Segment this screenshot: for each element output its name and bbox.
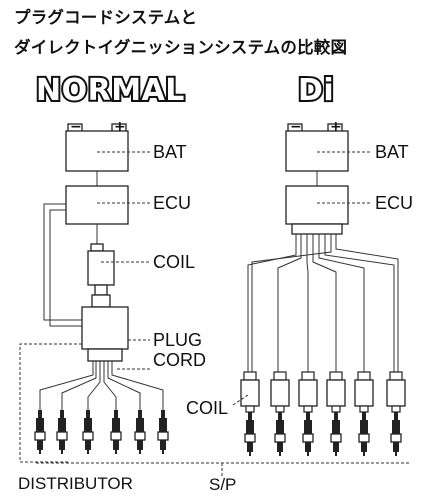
di-coil-5 — [354, 371, 374, 413]
di-coil-4 — [326, 371, 346, 413]
di-heading: Di — [298, 73, 334, 108]
di-spark-plugs — [244, 412, 402, 456]
di-battery-plus-icon: + — [330, 119, 342, 135]
di-spark-plug-1-icon — [244, 412, 256, 456]
spark-plug-1-icon — [34, 410, 46, 454]
normal-bat-label: BAT — [153, 142, 187, 162]
normal-battery-plus-icon: + — [114, 119, 126, 135]
di-ecu-label: ECU — [375, 193, 413, 213]
di-spark-plug-4-icon — [330, 412, 342, 456]
di-coil-6 — [386, 371, 406, 413]
di-spark-plug-3-icon — [302, 412, 314, 456]
spark-plug-5-icon — [134, 410, 146, 454]
spark-plug-6-icon — [157, 410, 169, 454]
di-coil-label: COIL — [186, 398, 228, 418]
di-spark-plug-6-icon — [390, 412, 402, 456]
diagram-title-line2: ダイレクトイグニッションシステムの比較図 — [14, 38, 348, 57]
normal-coil-box — [87, 250, 115, 286]
distributor-label: DISTRIBUTOR — [18, 474, 133, 493]
di-bat-label: BAT — [375, 142, 409, 162]
normal-spark-plugs — [34, 410, 169, 454]
normal-ecu-box — [65, 185, 129, 225]
spark-plug-3-icon — [82, 410, 94, 454]
di-battery-minus-icon: − — [290, 119, 302, 135]
diagram-title-line1: プラグコードシステムと — [14, 8, 198, 27]
spark-plug-2-icon — [56, 410, 68, 454]
spark-plug-4-icon — [110, 410, 122, 454]
di-wiring — [247, 234, 399, 372]
normal-heading: NORMAL — [36, 73, 185, 108]
di-coil-1 — [240, 371, 260, 413]
di-spark-plug-2-icon — [274, 412, 286, 456]
normal-coil-label: COIL — [153, 252, 195, 272]
distributor-box — [81, 306, 129, 350]
normal-ecu-label: ECU — [153, 193, 191, 213]
di-coils — [240, 371, 406, 413]
di-spark-plug-5-icon — [358, 412, 370, 456]
normal-battery: − + — [65, 119, 129, 172]
di-coil-2 — [270, 371, 290, 413]
di-coil-3 — [298, 371, 318, 413]
normal-cord-label: CORD — [153, 350, 206, 370]
di-battery: − + — [285, 119, 349, 172]
di-ecu-box — [285, 185, 349, 225]
plug-cords — [39, 361, 164, 410]
sp-label: S/P — [209, 475, 236, 494]
normal-plug-label: PLUG — [153, 330, 202, 350]
normal-battery-minus-icon: − — [70, 119, 82, 135]
